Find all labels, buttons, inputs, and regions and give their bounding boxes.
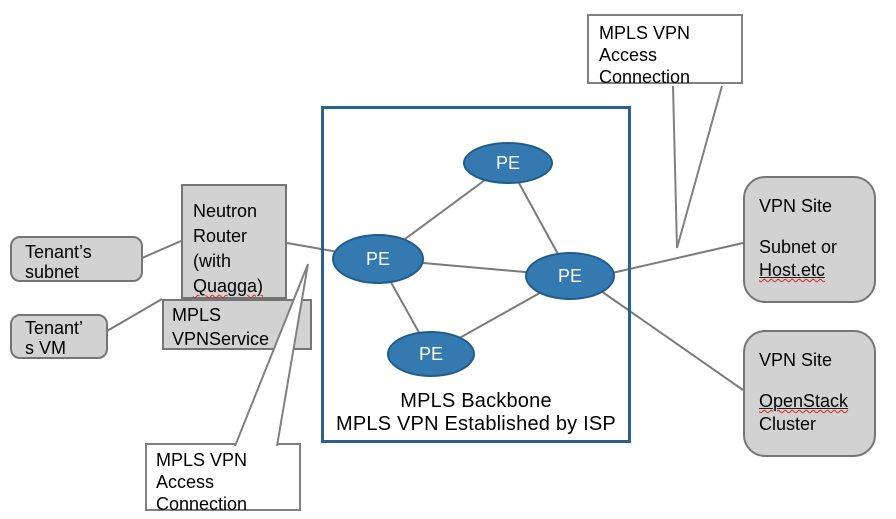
node-label-line: VPN Site [759,350,833,370]
node-vpn-site-openstack: VPN Site OpenStack Cluster [743,330,876,457]
node-vpn-site-subnet: VPN Site Subnet or Host.etc [743,176,876,303]
node-label-line-misspelled: Host.etc [759,259,874,282]
node-label-line-misspelled: Quagga) [193,276,264,296]
link-pe-site-subnet [611,242,744,274]
callout-bottom-tail-outline [234,263,309,447]
node-label-line: (with [193,251,232,271]
misspelled-word: Host.etc [759,260,826,280]
node-label-line: Tenant’s [25,242,92,262]
callout-top-mpls-vpn-access: MPLS VPN Access Connection [587,14,743,87]
link-vm-router [106,298,163,332]
pe-node-right: PE [525,252,615,300]
node-label-line: Router [193,226,248,246]
node-label-line: subnet [25,262,80,282]
node-label-line-misspelled: OpenStack [759,390,874,413]
node-tenant-vm: Tenant’ s VM [10,314,108,359]
node-tenant-subnet: Tenant’s subnet [10,236,143,282]
node-label-line: Neutron [193,201,258,221]
callout-label-line: MPLS VPN [156,450,248,470]
callout-top-tail-outline [672,85,723,249]
node-label-line: s VM [25,338,67,358]
backbone-label-line: MPLS VPN Established by ISP [336,413,616,435]
pe-node-top: PE [463,142,553,184]
link-pe-site-openstack [600,290,744,391]
node-label-line: VPNService [172,329,270,349]
node-label-line: VPN Site [759,196,833,216]
backbone-label-line: MPLS Backbone [400,390,552,412]
callout-label-line: Access [156,472,215,492]
callout-bottom-mpls-vpn-access: MPLS VPN Access Connection [145,443,301,514]
mpls-backbone-box: MPLS Backbone MPLS VPN Established by IS… [321,106,631,443]
node-label-line: MPLS [172,305,222,325]
callout-label-line: Connection [599,67,691,87]
link-subnet-router [141,240,182,259]
node-neutron-router: Neutron Router (with Quagga) [181,184,287,299]
backbone-label: MPLS Backbone MPLS VPN Established by IS… [324,390,628,436]
pe-node-bottom: PE [387,331,475,377]
node-label-line: Tenant’ [25,318,84,338]
pe-node-left: PE [332,234,424,284]
node-label-line: Subnet or [759,237,838,257]
callout-label-line: Access [599,45,658,65]
misspelled-word: OpenStack [759,391,849,411]
node-label-line: Cluster [759,414,817,434]
callout-label-line: MPLS VPN [599,23,691,43]
callout-label-line: Connection [156,494,248,514]
